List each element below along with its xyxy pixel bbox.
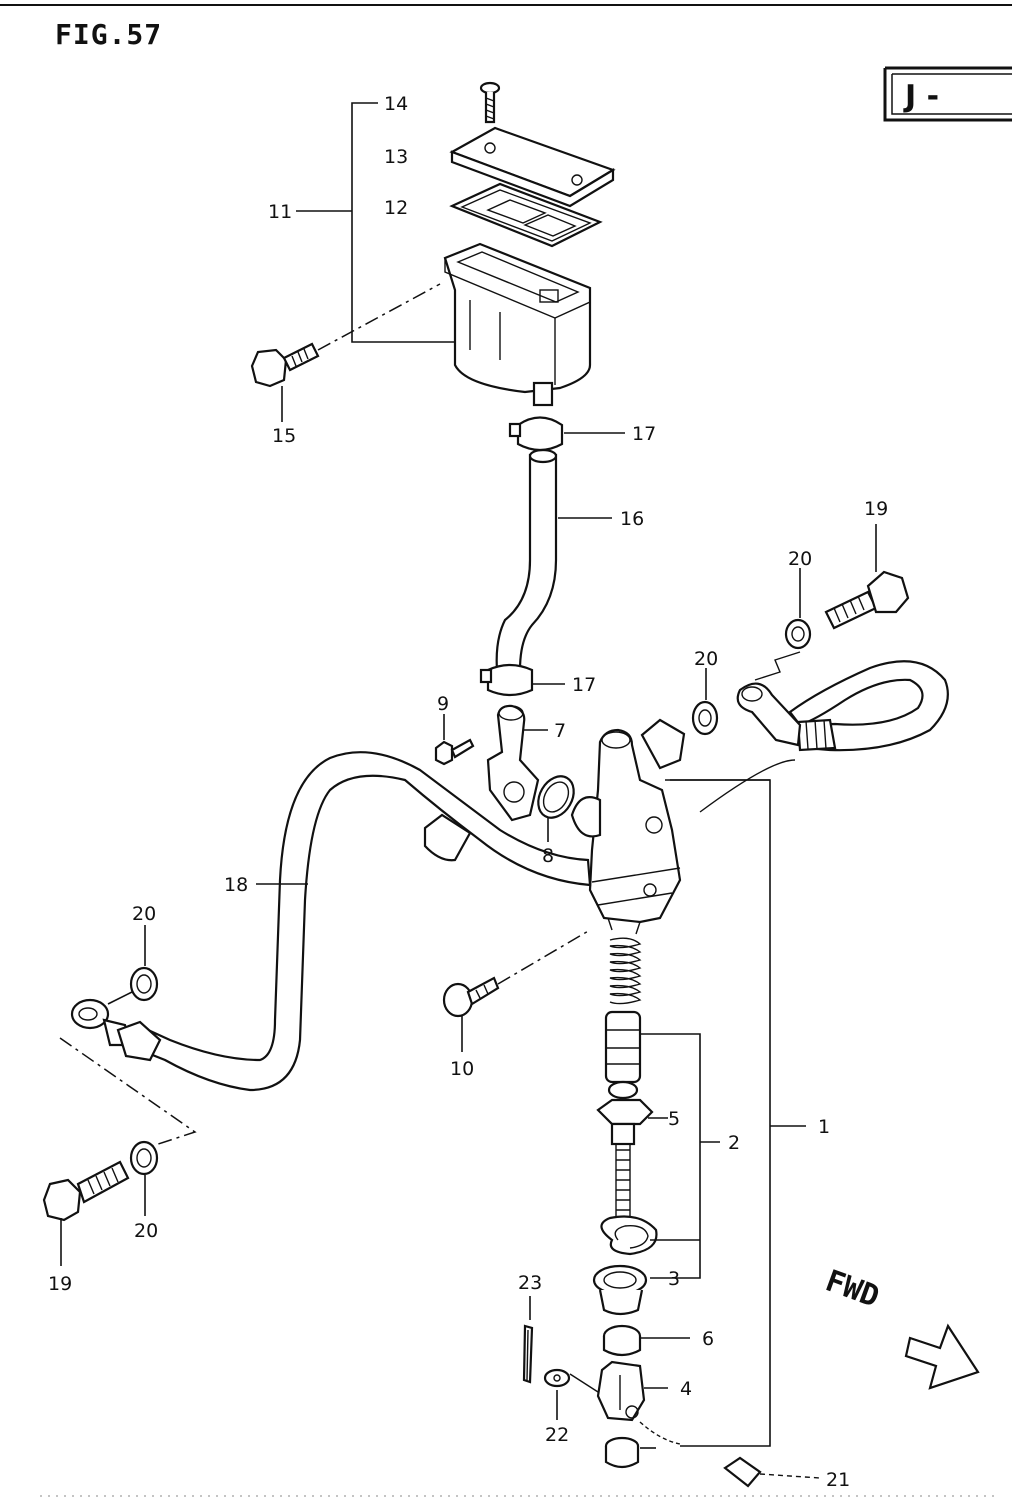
section-code-box: J - — [883, 66, 1012, 122]
diaphragm-12 — [449, 182, 603, 248]
callout-16: 16 — [620, 508, 644, 530]
section-code: J - — [903, 79, 939, 114]
nut-6 — [602, 1324, 642, 1357]
callout-3: 3 — [668, 1268, 680, 1290]
callout-19-left: 19 — [48, 1273, 72, 1295]
clevis-4 — [596, 1360, 646, 1422]
callout-4: 4 — [680, 1378, 692, 1400]
figure-title: FIG.57 — [55, 18, 162, 51]
screw-14 — [479, 81, 501, 124]
banjo-bolt-19-right — [824, 570, 910, 630]
callout-14: 14 — [384, 93, 408, 115]
callout-6: 6 — [702, 1328, 714, 1350]
right-hose — [699, 660, 949, 813]
callout-20-upper-right: 20 — [788, 548, 812, 570]
piston — [604, 1010, 642, 1084]
callout-23: 23 — [518, 1272, 542, 1294]
callout-20-left-upper: 20 — [132, 903, 156, 925]
nut-bottom — [604, 1436, 640, 1469]
bolt-10 — [442, 976, 500, 1018]
callout-11: 11 — [268, 201, 292, 223]
brake-hose-18 — [70, 751, 592, 1092]
callout-19-right: 19 — [864, 498, 888, 520]
washer-20-lower — [691, 700, 719, 736]
callout-12: 12 — [384, 197, 408, 219]
fwd-arrow-icon — [904, 1323, 980, 1390]
spring — [609, 937, 642, 1005]
callout-15: 15 — [272, 425, 296, 447]
callout-10: 10 — [450, 1058, 474, 1080]
callout-22: 22 — [545, 1424, 569, 1446]
washer-20-left-lower — [129, 1140, 159, 1176]
washer-20-left-upper — [129, 966, 159, 1002]
callout-9: 9 — [437, 693, 449, 715]
reservoir-assembly — [250, 81, 616, 422]
reservoir-body — [443, 242, 592, 407]
o-ring-8 — [537, 775, 575, 819]
cotter-pin-23 — [522, 1324, 534, 1384]
callout-17-bottom: 17 — [572, 674, 596, 696]
callout-13: 13 — [384, 146, 408, 168]
callout-5: 5 — [668, 1108, 680, 1130]
callout-1: 1 — [818, 1116, 830, 1138]
callout-17-top: 17 — [632, 423, 656, 445]
reservoir-cap-13 — [449, 126, 616, 208]
boot-3 — [592, 1264, 648, 1316]
washer-22 — [543, 1368, 571, 1388]
elbow-connector-7 — [486, 704, 540, 822]
banjo-bolt-19-left — [42, 1160, 130, 1222]
circlip — [600, 1215, 658, 1256]
callout-18: 18 — [224, 874, 248, 896]
callout-7: 7 — [554, 720, 566, 742]
master-cylinder-body — [570, 718, 686, 935]
fwd-label: FWD — [821, 1264, 884, 1315]
bolt-15 — [250, 342, 320, 388]
reservoir-hose — [479, 416, 564, 697]
forward-direction-indicator: FWD — [821, 1264, 980, 1390]
pushrod-5 — [596, 1080, 654, 1219]
callout-20-lower-right: 20 — [694, 648, 718, 670]
callout-20-left-lower: 20 — [134, 1220, 158, 1242]
callout-8: 8 — [542, 845, 554, 867]
washer-20-upper — [784, 618, 812, 650]
callout-2: 2 — [728, 1132, 740, 1154]
screw-9 — [434, 738, 475, 766]
callout-21: 21 — [826, 1469, 850, 1491]
